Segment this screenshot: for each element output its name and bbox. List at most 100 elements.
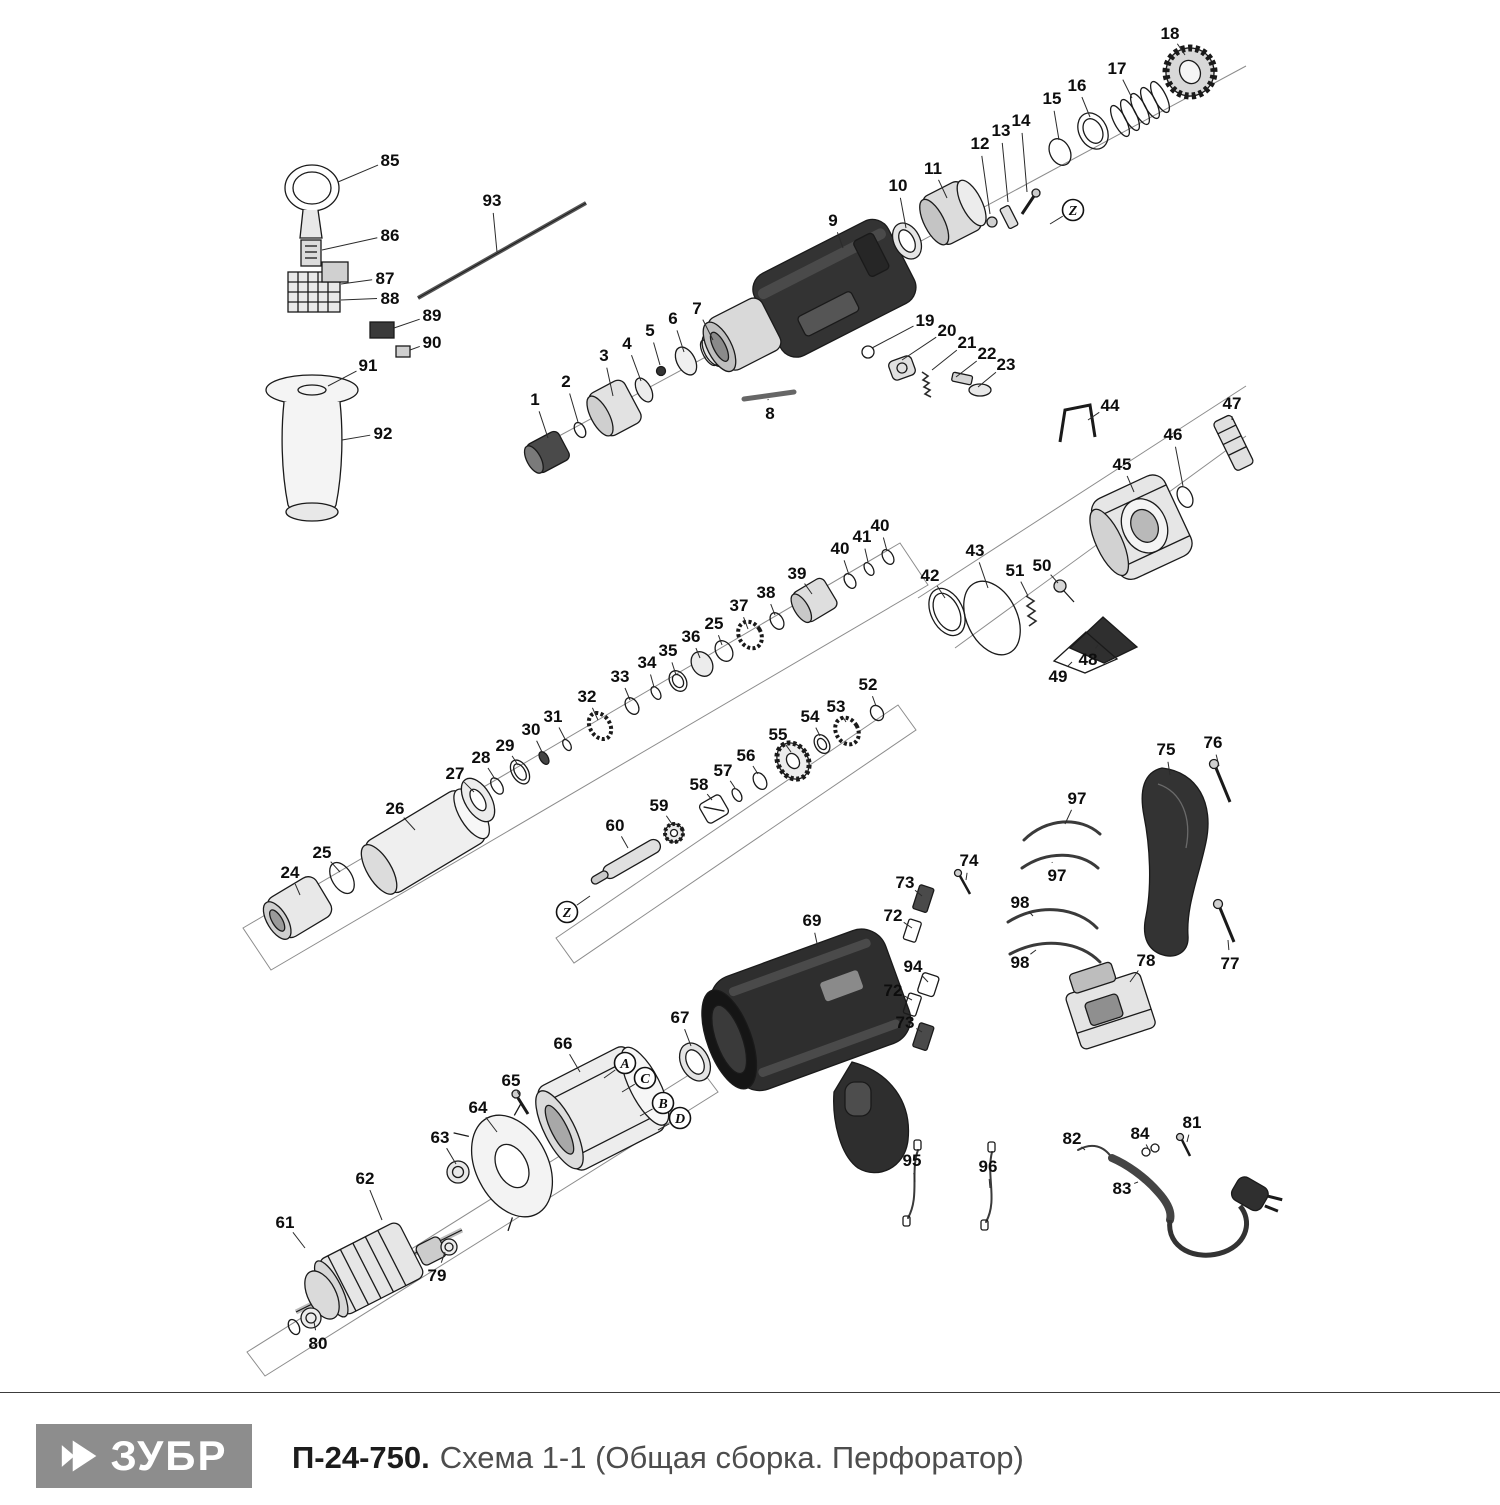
part-number-callout: 54 [801, 707, 820, 726]
part-number-callout: 1 [530, 390, 539, 409]
section-flag-label: D [674, 1112, 685, 1127]
section-flag-label: A [619, 1057, 629, 1072]
part-number-callout: 98 [1011, 893, 1030, 912]
part-number-callout: 21 [958, 333, 977, 352]
part-number-callout: 16 [1068, 76, 1087, 95]
leader-line [922, 975, 928, 982]
part-number-callout: 35 [659, 641, 678, 660]
leader-line [447, 1148, 456, 1164]
leader-line [322, 238, 377, 250]
part-number-callout: 63 [431, 1128, 450, 1147]
part-number-callout: 57 [714, 761, 733, 780]
part-number-callout: 9 [828, 211, 837, 230]
part-number-callout: 59 [650, 796, 669, 815]
leader-line [539, 411, 548, 438]
scheme-title: Схема 1-1 (Общая сборка. Перфоратор) [440, 1440, 1024, 1475]
leader-line [730, 781, 735, 788]
leader-line [537, 741, 542, 752]
part-number-callout: 72 [884, 981, 903, 1000]
part-number-callout: 55 [769, 725, 788, 744]
part-number-callout: 6 [668, 309, 677, 328]
leader-line [902, 337, 936, 360]
wire-leads-drawing [1008, 822, 1100, 962]
part-number-callout: 80 [309, 1334, 328, 1353]
part-number-callout: 37 [730, 596, 749, 615]
clutch-housing-assembly-drawing [922, 405, 1255, 673]
part-number-callout: 58 [690, 775, 709, 794]
part-number-callout: 25 [313, 843, 332, 862]
leader-line [872, 326, 914, 348]
leader-line [394, 319, 420, 328]
power-cord-drawing [1078, 1134, 1285, 1256]
leader-line [979, 562, 988, 588]
part-number-callout: 50 [1033, 556, 1052, 575]
leader-line [341, 299, 377, 300]
part-number-callout: 90 [423, 333, 442, 352]
part-number-callout: 47 [1223, 394, 1242, 413]
part-number-callout: 30 [522, 720, 541, 739]
part-number-callout: 67 [671, 1008, 690, 1027]
part-number-callout: 87 [376, 269, 395, 288]
leader-line [570, 393, 578, 422]
side-handle-assembly-drawing [266, 165, 410, 521]
leader-line [1067, 662, 1072, 667]
leader-line [1187, 1135, 1189, 1142]
part-number-callout: 5 [645, 321, 654, 340]
leader-line [410, 346, 420, 350]
leader-line [559, 728, 565, 739]
part-number-callout: 44 [1101, 396, 1120, 415]
part-number-callout: 22 [978, 344, 997, 363]
leader-line [1002, 143, 1008, 202]
part-number-callout: 62 [356, 1169, 375, 1188]
motor-housing-drawing [688, 922, 918, 1173]
leader-line [488, 768, 495, 779]
section-flag-label: C [640, 1072, 650, 1087]
part-number-callout: 96 [979, 1157, 998, 1176]
part-number-callout: 65 [502, 1071, 521, 1090]
leader-line [865, 549, 868, 562]
part-number-callout: 98 [1011, 953, 1030, 972]
leader-line [631, 355, 641, 381]
diagram-caption: П-24-750.Схема 1-1 (Общая сборка. Перфор… [292, 1440, 1024, 1476]
leader-line [293, 1232, 305, 1248]
part-number-callout: 33 [611, 667, 630, 686]
part-number-callout: 40 [831, 539, 850, 558]
brand-arrow-icon [60, 1437, 100, 1475]
leader-line [1175, 447, 1183, 486]
leader-line [338, 165, 378, 182]
leader-line [666, 816, 672, 824]
part-number-callout: 52 [859, 675, 878, 694]
part-number-callout: 72 [884, 906, 903, 925]
section-flag-label: Z [1068, 204, 1078, 219]
part-number-callout: 28 [472, 748, 491, 767]
leader-line [621, 836, 628, 848]
part-number-callout: 26 [386, 799, 405, 818]
part-number-callout: 23 [997, 355, 1016, 374]
part-number-callout: 7 [692, 299, 701, 318]
part-number-callout: 82 [1063, 1129, 1082, 1148]
leader-line [654, 342, 660, 365]
part-number-callout: 84 [1131, 1124, 1150, 1143]
part-number-callout: 74 [960, 851, 979, 870]
leader-line [342, 435, 370, 440]
part-number-callout: 64 [469, 1098, 488, 1117]
part-number-callout: 13 [992, 121, 1011, 140]
construction-lines [243, 66, 1246, 1376]
part-number-callout: 4 [622, 334, 632, 353]
part-number-callout: 51 [1006, 561, 1025, 580]
part-number-callout: 56 [737, 746, 756, 765]
part-number-callout: 94 [904, 957, 923, 976]
part-number-callout: 73 [896, 1013, 915, 1032]
part-number-callout: 12 [971, 134, 990, 153]
leader-line [1022, 133, 1027, 192]
part-number-callout: 38 [757, 583, 776, 602]
leader-line [651, 675, 654, 687]
leader-line [1030, 950, 1036, 954]
section-flag-label: Z [562, 906, 572, 921]
part-number-callout: 89 [423, 306, 442, 325]
part-number-callout: 10 [889, 176, 908, 195]
part-number-callout: 40 [871, 516, 890, 535]
part-number-callout: 93 [483, 191, 502, 210]
